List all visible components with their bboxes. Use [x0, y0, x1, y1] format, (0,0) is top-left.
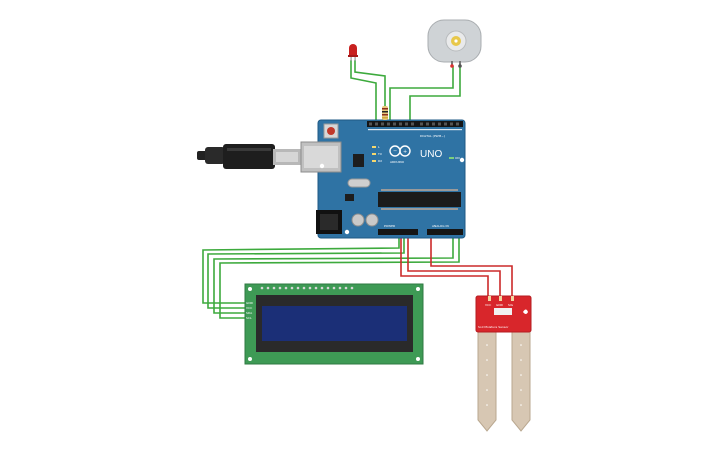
led-icon[interactable] — [348, 44, 358, 61]
arduino-model: UNO — [420, 149, 442, 160]
digital-pin-labels — [368, 129, 462, 131]
digital-header-pins — [369, 122, 459, 126]
lcd-screen — [262, 306, 407, 341]
wire-sensor-vcc[interactable] — [400, 238, 489, 299]
usb-cable-icon — [197, 144, 301, 169]
wire-led-anode[interactable] — [350, 60, 377, 122]
capacitor-2 — [365, 213, 379, 227]
power-header[interactable] — [378, 229, 418, 235]
tx-led-label: TX — [377, 152, 382, 156]
lcd-16x2-module[interactable]: GND VCC SDA SCL — [244, 283, 424, 365]
wire-lcd-sda[interactable] — [213, 238, 454, 314]
on-led-label: ON — [455, 156, 460, 160]
power-header-label: POWER — [384, 224, 395, 228]
analog-header-label: ANALOG IN — [432, 224, 449, 228]
analog-header[interactable] — [427, 229, 463, 235]
probe-dots — [486, 344, 522, 406]
capacitor-1 — [351, 213, 365, 227]
soil-moisture-sensor[interactable]: VCC GND SIG Soil Moisture Sensor — [475, 295, 532, 432]
lcd-top-pins — [260, 286, 354, 290]
chip-legs — [381, 189, 458, 210]
wire-motor-1[interactable] — [389, 66, 454, 122]
arduino-uno-board[interactable]: DIGITAL (PWM~) L TX RX ON − + ARDUINO UN… — [300, 119, 466, 239]
digital-header-label: DIGITAL (PWM~) — [420, 134, 445, 138]
wires-green — [202, 60, 461, 319]
arduino-logo-icon: − + — [389, 145, 411, 157]
wires-red — [400, 238, 513, 299]
sensor-pin-labels: VCC GND SIG — [485, 303, 514, 307]
lcd-pin-labels: GND VCC SDA SCL — [246, 301, 254, 320]
wire-sensor-sig[interactable] — [430, 238, 513, 299]
wire-motor-2[interactable] — [409, 66, 461, 122]
svg-text:VCC: VCC — [485, 303, 491, 307]
svg-text:SIG: SIG — [508, 303, 514, 307]
dc-motor-icon[interactable] — [427, 19, 482, 68]
atmega-chip — [378, 192, 461, 207]
svg-text:GND: GND — [496, 303, 504, 307]
svg-text:VCC: VCC — [246, 306, 252, 310]
svg-text:SDA: SDA — [246, 311, 253, 315]
l-led-label: L — [378, 145, 380, 149]
svg-text:−: − — [393, 149, 397, 155]
wire-lcd-vcc[interactable] — [207, 238, 405, 309]
wire-lcd-scl[interactable] — [219, 238, 460, 319]
wire-led-cathode[interactable] — [354, 60, 386, 108]
sensor-logo-icon — [523, 309, 528, 314]
digital-header[interactable] — [367, 121, 463, 127]
crystal-oscillator — [347, 178, 371, 188]
wire-lcd-gnd[interactable] — [202, 238, 400, 304]
svg-text:+: + — [403, 149, 407, 155]
svg-text:SCL: SCL — [246, 316, 252, 320]
wire-sensor-gnd[interactable] — [407, 238, 501, 299]
rx-led-label: RX — [378, 159, 382, 163]
sensor-label: Soil Moisture Sensor — [478, 325, 509, 329]
resistor-icon[interactable] — [382, 106, 388, 120]
arduino-brand: ARDUINO — [390, 160, 405, 164]
svg-text:GND: GND — [246, 301, 254, 305]
